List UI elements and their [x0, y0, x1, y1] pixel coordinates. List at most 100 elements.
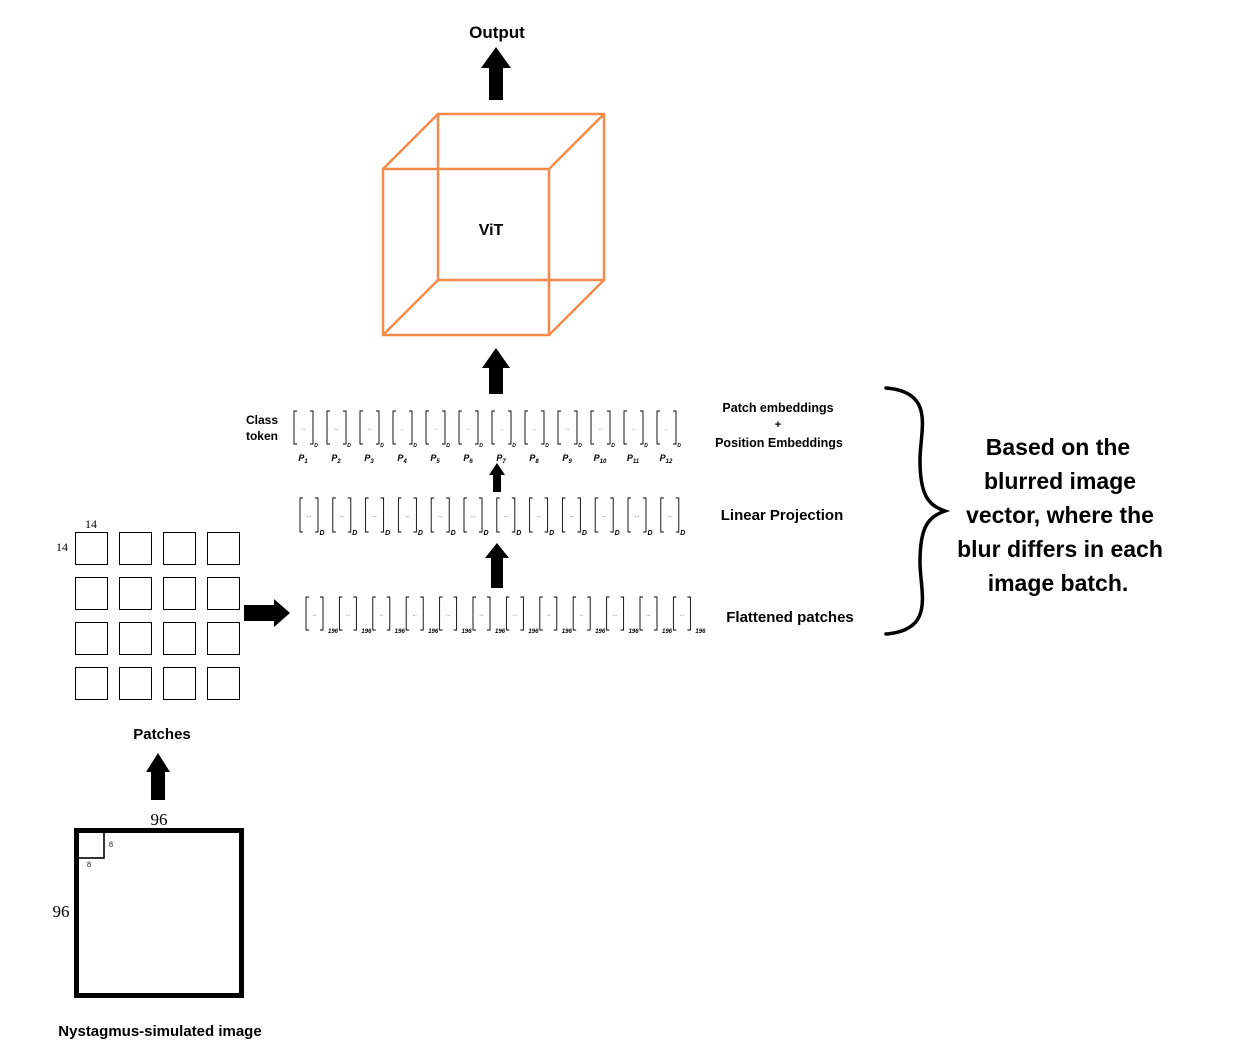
vector-dim-label: D: [644, 443, 648, 449]
vector-dim-label: D: [483, 530, 488, 537]
vector-bracket-icon: .. D: [656, 410, 681, 449]
vector-bracket-icon: ...D: [332, 497, 357, 537]
vector-dim-label: D: [479, 443, 483, 449]
annotation-line: vector, where the: [966, 502, 1154, 528]
vector-bracket-icon: ...196: [639, 596, 673, 635]
vit-cube: [381, 112, 606, 337]
vector-dim-label: 196: [462, 629, 473, 635]
vector-inner-text: ...: [513, 612, 517, 618]
vector-dim-label: 196: [629, 629, 640, 635]
position-label: P4: [397, 453, 407, 465]
vector-bracket-icon: ...D: [660, 497, 685, 537]
patch-cell: [75, 667, 108, 700]
arrow-to-output: [481, 47, 511, 100]
vector-bracket-icon: ...196: [305, 596, 339, 635]
vector-inner-text: ...: [668, 513, 672, 519]
position-label: P5: [430, 453, 440, 465]
vector-inner-text: ...: [367, 426, 371, 432]
vector-bracket-icon: ... D: [529, 497, 554, 537]
vector-inner-text: ..: [302, 426, 305, 432]
position-embeddings-label: Position Embeddings: [715, 436, 843, 450]
vector-bracket-icon: ...D: [299, 497, 325, 537]
vector-dim-label: D: [611, 443, 615, 449]
vector-dim-label: 196: [428, 629, 439, 635]
vector-dim-label: D: [516, 530, 521, 537]
vector-dim-label: 196: [662, 629, 673, 635]
patch-cell: [119, 577, 152, 610]
position-label: P3: [364, 453, 374, 465]
arrow-patches-to-flattened: [244, 599, 290, 627]
arrow-projection-to-embeddings: [489, 463, 505, 492]
vector-inner-text: ..: [434, 426, 437, 432]
vector-bracket-icon: ...196: [606, 596, 640, 635]
arrow-to-vit: [482, 348, 510, 394]
vector-bracket-icon: ..D: [590, 410, 615, 449]
vector-inner-text: ..: [500, 426, 503, 432]
position-label: P2: [331, 453, 341, 465]
flattened-patches-label: Flattened patches: [726, 609, 854, 626]
patch-embeddings-label: Patch embeddings: [722, 401, 833, 415]
vector-inner-text: ...: [413, 612, 417, 618]
vector-dim-label: D: [615, 530, 620, 537]
arrow-flattened-to-projection: [485, 543, 509, 588]
vector-inner-text: ...: [635, 513, 639, 519]
patch-cell: [75, 622, 108, 655]
vector-dim-label: D: [578, 443, 582, 449]
linear-projection-label: Linear Projection: [721, 507, 844, 524]
vector-bracket-icon: ... D: [463, 497, 489, 537]
vector-bracket-icon: ... 196: [439, 596, 473, 635]
vector-inner-text: ...: [446, 612, 450, 618]
vector-bracket-icon: ..D: [491, 410, 516, 449]
annotation-line: blur differs in each: [957, 536, 1163, 562]
vector-dim-label: D: [677, 443, 681, 449]
vector-inner-text: ...: [471, 513, 475, 519]
vector-dim-label: D: [549, 530, 554, 537]
vector-bracket-icon: ... 196: [472, 596, 506, 635]
vector-dim-label: D: [413, 443, 417, 449]
vector-dim-label: 196: [495, 629, 506, 635]
vector-inner-text: ...: [537, 513, 541, 519]
vector-dim-label: D: [647, 530, 652, 537]
vector-inner-text: ..: [533, 426, 536, 432]
vector-inner-text: ...: [479, 612, 483, 618]
vector-bracket-icon: ...196: [505, 596, 539, 635]
vector-dim-label: D: [451, 530, 456, 537]
vector-inner-text: ...: [373, 513, 377, 519]
patch-cell: [163, 667, 196, 700]
position-label: P12: [660, 453, 673, 465]
vector-inner-text: ..: [467, 426, 470, 432]
patch-cell: [207, 667, 240, 700]
patch-grid: [75, 532, 240, 700]
vector-bracket-icon: ..D: [293, 410, 318, 449]
vector-inner-text: ...: [680, 612, 684, 618]
position-label: P11: [627, 453, 640, 465]
patch-cell: [163, 532, 196, 565]
position-label: P10: [594, 453, 607, 465]
vector-dim-label: 196: [328, 629, 339, 635]
vector-inner-text: ..: [665, 426, 668, 432]
vector-dim-label: D: [352, 530, 357, 537]
position-label: P8: [529, 453, 539, 465]
patch-width-label: 8: [109, 840, 113, 849]
vector-bracket-icon: ... D: [397, 497, 423, 537]
vector-dim-label: D: [418, 530, 423, 537]
vit-label: ViT: [479, 222, 504, 239]
vector-bracket-icon: ...D: [365, 497, 390, 537]
class-token-label: token: [246, 429, 278, 443]
vector-bracket-icon: ...D: [594, 497, 620, 537]
vector-bracket-icon: ..D: [425, 410, 450, 449]
patch-cell: [207, 622, 240, 655]
image-patch-marker: [76, 830, 105, 859]
vector-bracket-icon: ...196: [572, 596, 606, 635]
arrow-image-to-patches: [146, 753, 170, 800]
curly-brace: [884, 386, 951, 636]
vector-bracket-icon: ..D: [557, 410, 582, 449]
vector-inner-text: ...: [569, 513, 573, 519]
vector-inner-text: ...: [580, 612, 584, 618]
vector-bracket-icon: ...D: [326, 410, 351, 449]
vector-bracket-icon: ...D: [496, 497, 521, 537]
vector-dim-label: 196: [395, 629, 406, 635]
patch-height-label: 8: [87, 860, 91, 869]
vector-inner-text: ...: [405, 513, 409, 519]
